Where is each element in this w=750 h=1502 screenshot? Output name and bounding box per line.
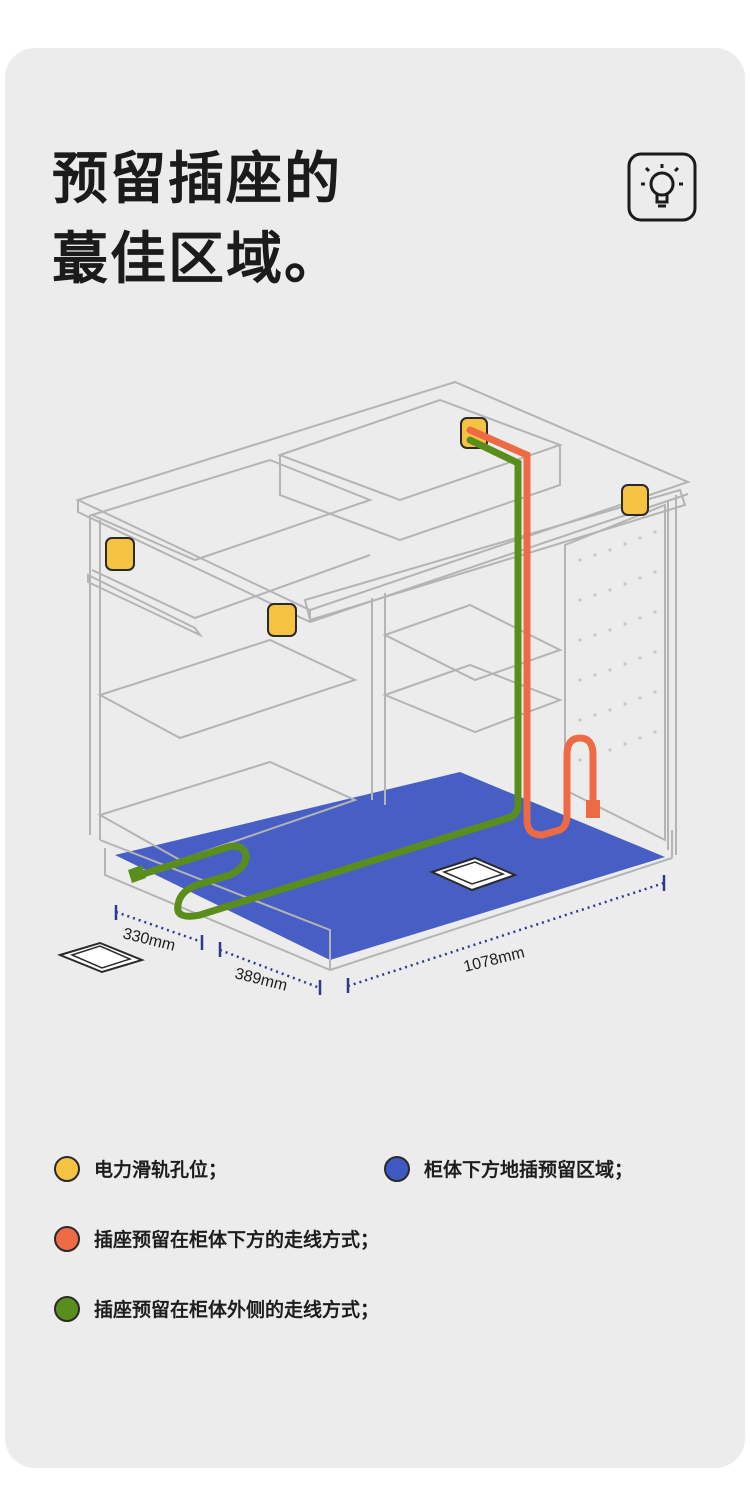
- legend-dot-orange: [54, 1225, 80, 1252]
- legend-dot-yellow: [54, 1155, 80, 1182]
- rail-socket-2: [267, 603, 297, 637]
- under-route-line: [466, 426, 597, 839]
- legend-dot-green: [54, 1295, 80, 1322]
- legend-label: 电力滑轨孔位；: [94, 1159, 228, 1181]
- dim-width: 1078mm: [462, 944, 527, 976]
- legend-dot-blue: [384, 1155, 410, 1182]
- dim-depth-side: 389mm: [233, 965, 289, 994]
- outside-route-line: [136, 436, 522, 920]
- legend-label: 插座预留在柜体下方的走线方式；: [94, 1229, 380, 1251]
- under-route-plug: [586, 800, 600, 818]
- legend-under-route: 插座预留在柜体下方的走线方式；: [54, 1225, 379, 1252]
- legend-label: 插座预留在柜体外侧的走线方式；: [94, 1299, 380, 1321]
- lightbulb-icon: [627, 152, 697, 222]
- content-card: [5, 48, 745, 1468]
- legend-label: 柜体下方地插预留区域；: [424, 1159, 634, 1181]
- pegboard-holes: [578, 530, 657, 762]
- floor-socket-icon: [429, 856, 518, 892]
- rail-socket-4: [621, 484, 649, 516]
- rail-socket-1: [105, 537, 135, 571]
- title-line-1: 预留插座的: [52, 147, 342, 212]
- rail-socket-markers: [105, 417, 649, 637]
- outside-route-plug: [128, 865, 146, 883]
- floor-socket-outside-icon: [56, 941, 146, 974]
- legend-floor-area: 柜体下方地插预留区域；: [384, 1155, 633, 1182]
- floor-socket-area: [115, 772, 665, 960]
- legend-outside-route: 插座预留在柜体外侧的走线方式；: [54, 1295, 379, 1322]
- cabinet-frame: [75, 380, 691, 971]
- page-title: 预留插座的 蕞佳区域。: [52, 140, 342, 300]
- title-line-2: 蕞佳区域。: [52, 227, 342, 292]
- cabinet-diagram: 330mm 389mm 1078mm: [56, 380, 691, 995]
- dimension-lines: [114, 875, 666, 995]
- legend-rail-socket: 电力滑轨孔位；: [54, 1155, 227, 1182]
